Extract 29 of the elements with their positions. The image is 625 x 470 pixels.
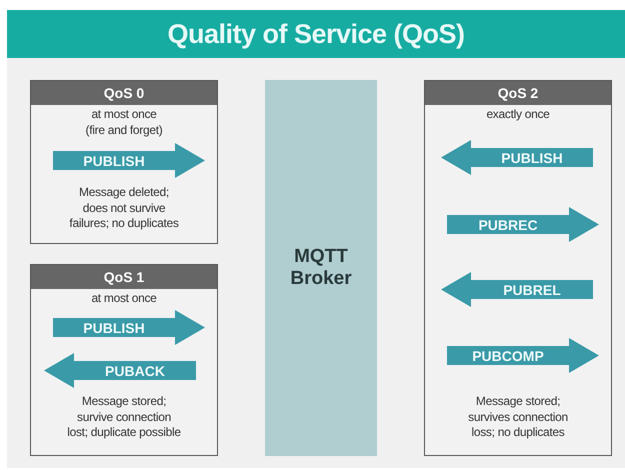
panel-heading: QoS 2 — [425, 81, 611, 105]
broker-box — [265, 80, 377, 456]
panel-description: Message stored; survive connection lost; duplicate possible — [66, 394, 182, 440]
broker-label: MQTT Broker — [289, 246, 353, 290]
message-pointer — [447, 338, 599, 373]
qos-panel — [424, 80, 612, 456]
message-pointer — [44, 353, 196, 388]
message-label: PUBLISH — [82, 318, 146, 337]
qos-panel — [30, 80, 218, 244]
message-label: PUBACK — [104, 362, 166, 380]
delivery-guarantee: at most once (fire and forget) — [84, 107, 164, 138]
qos-panel — [30, 264, 218, 456]
message-label: PUBCOMP — [471, 346, 545, 365]
message-pointer — [53, 143, 205, 178]
panel-description: Message deleted; does not survive failures; no duplicates — [68, 185, 180, 232]
message-label: PUBREL — [502, 280, 562, 299]
delivery-guarantee: exactly once — [485, 107, 551, 122]
delivery-guarantee: at most once — [90, 291, 158, 306]
title-banner: Quality of Service (QoS) — [7, 10, 625, 58]
message-pointer — [53, 310, 205, 345]
message-label: PUBREC — [477, 216, 539, 234]
panel-heading: QoS 1 — [31, 265, 217, 289]
message-pointer — [447, 207, 599, 242]
message-label: PUBLISH — [82, 152, 146, 170]
message-pointer — [441, 272, 593, 307]
panel-description: Message stored; survives connection loss; no duplicates — [467, 394, 569, 440]
message-label: PUBLISH — [500, 148, 564, 167]
panel-heading: QoS 0 — [31, 81, 217, 105]
message-pointer — [441, 140, 593, 175]
